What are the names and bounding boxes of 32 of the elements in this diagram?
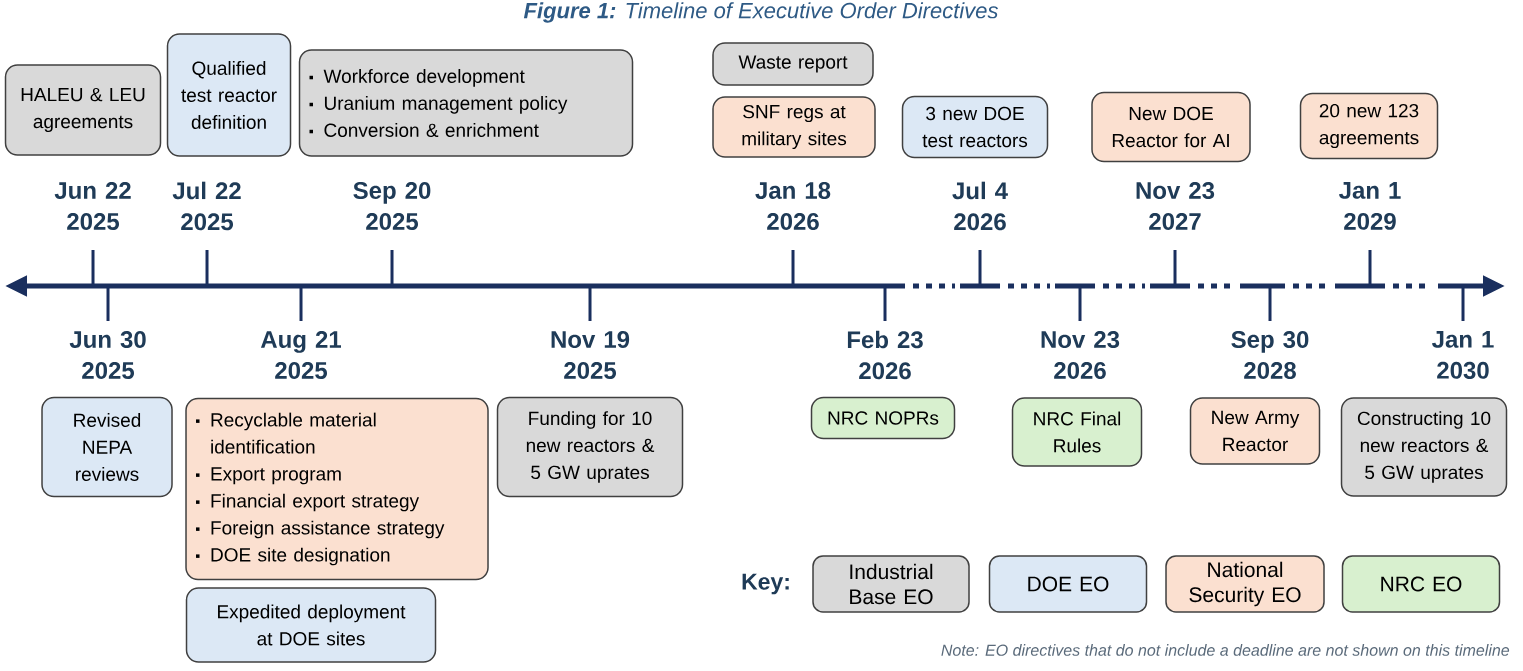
event-box: NRC Final Rules — [1011, 397, 1143, 467]
event-box: Revised NEPA reviews — [41, 396, 173, 498]
footnote: Note: EO directives that do not include a deadline are not shown on this timeline — [941, 644, 1510, 656]
event-box: Qualified test reactor definition — [166, 33, 292, 157]
date-label: Jun 30 2025 — [69, 331, 146, 379]
date-label: Jul 4 2026 — [952, 181, 1008, 231]
date-label: Sep 20 2025 — [353, 182, 431, 230]
event-box: Waste report — [712, 42, 874, 86]
figure-title: Figure 1: Timeline of Executive Order Directives — [523, 2, 998, 23]
date-label: Jan 18 2026 — [755, 182, 831, 230]
date-label: Sep 30 2028 — [1231, 331, 1309, 379]
legend-box: DOE EO — [988, 555, 1148, 613]
key-heading: Key: — [742, 573, 789, 595]
legend-box: NRC EO — [1341, 555, 1501, 613]
legend-box: Industrial Base EO — [812, 555, 970, 613]
event-box: 3 new DOE test reactors — [901, 95, 1049, 159]
date-label: Jun 22 2025 — [54, 182, 131, 230]
date-label: Jul 22 2025 — [172, 181, 241, 231]
event-box: Funding for 10 new reactors & 5 GW uprates — [496, 396, 684, 498]
event-box: SNF regs at military sites — [712, 96, 876, 158]
date-label: Nov 19 2025 — [551, 331, 630, 379]
date-label: Jan 1 2029 — [1339, 182, 1401, 230]
event-box: Expedited deployment at DOE sites — [185, 587, 437, 663]
event-box: HALEU & LEU agreements — [4, 64, 162, 156]
event-box: Constructing 10 new reactors & 5 GW uprates — [1340, 397, 1508, 497]
legend-box: National Security EO — [1165, 555, 1325, 613]
bullet-list-box: Recyclable material identification Export program Financial export strategy Foreign assistance strategy DOE site designation — [185, 397, 489, 581]
event-box: NRC NOPRs — [810, 396, 956, 440]
event-box: 20 new 123 agreements — [1299, 92, 1439, 160]
event-box: New DOE Reactor for AI — [1091, 91, 1251, 163]
bullet-list-box: Workforce development Uranium management policy Conversion & enrichment — [298, 49, 634, 157]
event-box: New Army Reactor — [1189, 397, 1321, 465]
